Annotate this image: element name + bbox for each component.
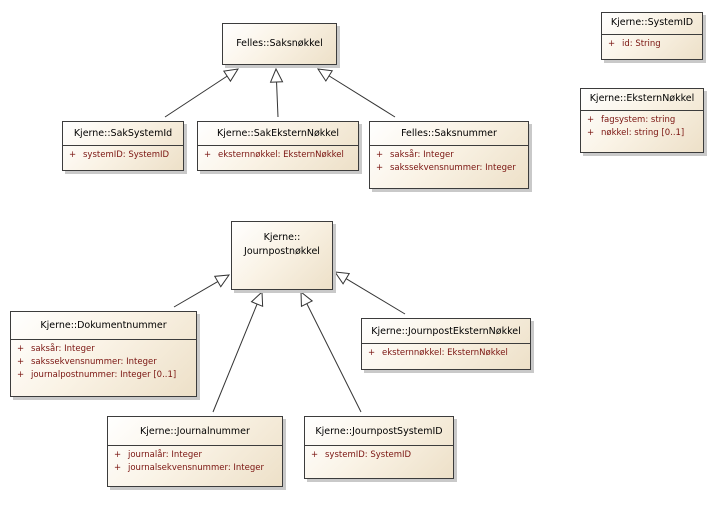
attribute-compartment: + systemID: SystemID	[63, 145, 183, 162]
attribute-text: systemID: SystemID	[83, 150, 170, 160]
class-kjerne-journalposteksternnokkel[interactable]: Kjerne::JournpostEksternNøkkel + eksternn…	[361, 318, 531, 370]
generalization-line	[345, 278, 406, 315]
attribute-row: + eksternnøkkel: EksternNøkkel	[204, 149, 358, 162]
class-name: Kjerne:: Journpostnøkkel	[244, 232, 320, 257]
attribute-row: + eksternnøkkel: EksternNøkkel	[368, 347, 530, 360]
class-kjerne-eksternnokkel[interactable]: Kjerne::EksternNøkkel + fagsystem: string…	[580, 88, 704, 153]
class-name: Kjerne::SystemID	[610, 17, 694, 28]
attribute-text: eksternnøkkel: EksternNøkkel	[382, 348, 508, 358]
attribute-text: saksår: Integer	[31, 344, 95, 354]
attribute-text: journalpostnummer: Integer [0..1]	[31, 370, 177, 380]
generalization-line	[306, 303, 362, 413]
attribute-compartment: + eksternnøkkel: EksternNøkkel	[198, 145, 358, 162]
generalization-line	[276, 81, 279, 118]
attribute-text: saksår: Integer	[390, 150, 454, 160]
attribute-text: journalår: Integer	[128, 450, 202, 460]
attribute-row: + sakssekvensnummer: Integer	[17, 356, 196, 369]
visibility-marker: +	[368, 348, 376, 358]
class-name: Kjerne::EksternNøkkel	[589, 93, 695, 104]
class-name: Kjerne::JournpostEksternNøkkel	[371, 326, 521, 337]
generalization-arrowhead-icon	[316, 68, 334, 82]
generalization-arrowhead-icon	[213, 274, 231, 288]
attribute-row: + fagsystem: string	[587, 114, 703, 127]
attribute-compartment: + systemID: SystemID	[305, 445, 453, 462]
visibility-marker: +	[587, 128, 595, 138]
attribute-compartment: + id: String	[602, 34, 702, 51]
class-kjerne-journalpostnokkel[interactable]: Kjerne:: Journpostnøkkel	[231, 221, 333, 290]
attribute-text: fagsystem: string	[601, 115, 676, 125]
attribute-text: sakssekvensnummer: Integer	[390, 163, 516, 173]
class-name: Kjerne::Journalnummer	[140, 426, 250, 437]
class-name: Kjerne::SakEksternNøkkel	[217, 128, 339, 139]
class-kjerne-journalnummer[interactable]: Kjerne::Journalnummer + journalår: Intege…	[107, 416, 283, 487]
attribute-compartment: + saksår: Integer + sakssekvensnummer: Int…	[370, 145, 528, 175]
generalization-arrowhead-icon	[250, 290, 264, 308]
visibility-marker: +	[114, 463, 122, 473]
attribute-row: + saksår: Integer	[376, 149, 528, 162]
visibility-marker: +	[376, 150, 384, 160]
attribute-text: eksternnøkkel: EksternNøkkel	[218, 150, 344, 160]
visibility-marker: +	[608, 39, 616, 49]
generalization-line	[212, 303, 258, 413]
attribute-text: journalsekvensnummer: Integer	[128, 463, 264, 473]
attribute-text: nøkkel: string [0..1]	[601, 128, 685, 138]
attribute-row: + systemID: SystemID	[311, 449, 453, 462]
attribute-text: id: String	[622, 39, 661, 49]
attribute-text: systemID: SystemID	[325, 450, 412, 460]
class-kjerne-saksystemid[interactable]: Kjerne::SakSystemId + systemID: SystemID	[62, 121, 184, 171]
generalization-line	[328, 75, 396, 118]
visibility-marker: +	[376, 163, 384, 173]
class-kjerne-systemid[interactable]: Kjerne::SystemID + id: String	[601, 12, 703, 60]
attribute-row: + systemID: SystemID	[69, 149, 183, 162]
class-name: Kjerne::Dokumentnummer	[40, 320, 167, 331]
visibility-marker: +	[69, 150, 77, 160]
generalization-arrowhead-icon	[333, 271, 351, 285]
generalization-line	[164, 75, 228, 118]
class-name: Felles::Saksnøkkel	[236, 38, 323, 49]
attribute-row: + journalår: Integer	[114, 449, 282, 462]
attribute-compartment: + fagsystem: string + nøkkel: string [0..1…	[581, 110, 703, 140]
visibility-marker: +	[114, 450, 122, 460]
attribute-row: + journalpostnummer: Integer [0..1]	[17, 369, 196, 382]
visibility-marker: +	[587, 115, 595, 125]
class-name: Kjerne::JournpostSystemID	[315, 426, 443, 437]
class-kjerne-sakeksternnokkel[interactable]: Kjerne::SakEksternNøkkel + eksternnøkkel:…	[197, 121, 359, 171]
generalization-arrowhead-icon	[222, 68, 239, 83]
attribute-row: + saksår: Integer	[17, 343, 196, 356]
visibility-marker: +	[311, 450, 319, 460]
attribute-compartment: + saksår: Integer + sakssekvensnummer: Int…	[11, 339, 196, 382]
visibility-marker: +	[17, 344, 25, 354]
attribute-row: + sakssekvensnummer: Integer	[376, 162, 528, 175]
class-name: Felles::Saksnummer	[401, 128, 497, 139]
visibility-marker: +	[17, 357, 25, 367]
generalization-line	[173, 281, 219, 308]
visibility-marker: +	[204, 150, 212, 160]
class-felles-saksnummer[interactable]: Felles::Saksnummer +saksår: Integer +sak…	[369, 121, 529, 189]
attribute-text: sakssekvensnummer: Integer	[31, 357, 157, 367]
attribute-row: + id: String	[608, 38, 702, 51]
attribute-row: + nøkkel: string [0..1]	[587, 127, 703, 140]
attribute-compartment: + journalår: Integer + journalsekvensnumme…	[108, 445, 282, 475]
class-name: Kjerne::SakSystemId	[73, 128, 173, 139]
class-kjerne-dokumentnummer[interactable]: Kjerne::Dokumentnummer + saksår: Integer …	[10, 311, 197, 397]
class-felles-saksnokkel[interactable]: Felles::Saksnøkkel	[222, 23, 337, 65]
attribute-compartment: + eksternnøkkel: EksternNøkkel	[362, 343, 530, 360]
generalization-arrowhead-icon	[300, 290, 314, 308]
attribute-row: + journalsekvensnummer: Integer	[114, 462, 282, 475]
visibility-marker: +	[17, 370, 25, 380]
class-kjerne-journalpostsystemid[interactable]: Kjerne::JournpostSystemID + systemID: Sys…	[304, 416, 454, 479]
generalization-arrowhead-icon	[269, 67, 284, 83]
